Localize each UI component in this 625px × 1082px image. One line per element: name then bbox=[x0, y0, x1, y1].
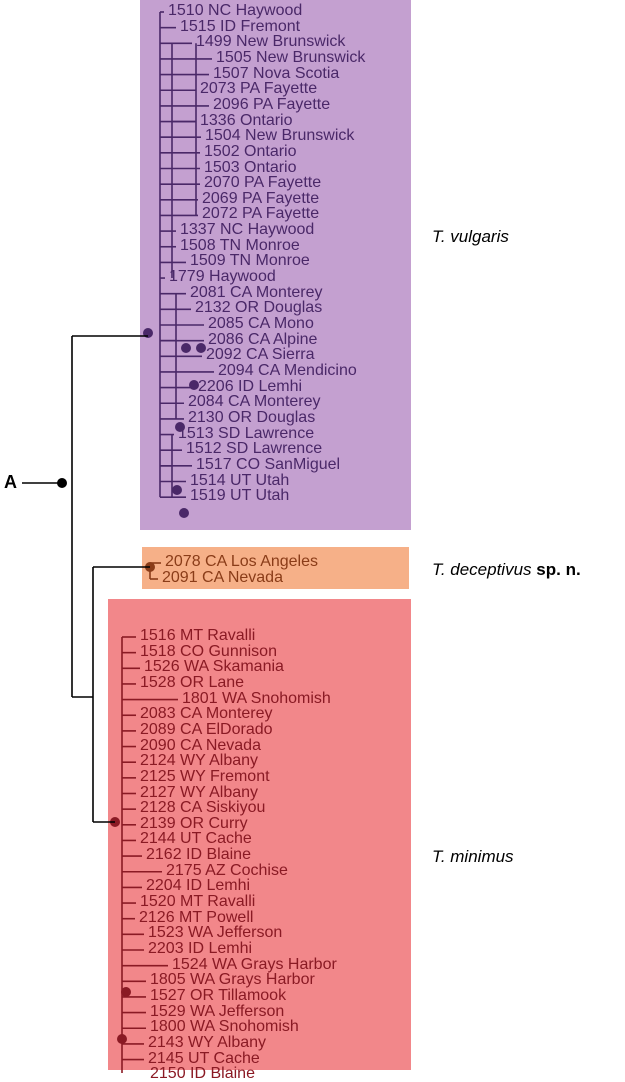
species-name-deceptivus: T. deceptivus bbox=[432, 560, 532, 579]
leaf-label: 2206 ID Lemhi bbox=[198, 377, 303, 395]
leaf-label: 1507 Nova Scotia bbox=[213, 64, 340, 82]
root-node bbox=[57, 478, 67, 488]
leaf-label: 2124 WY Albany bbox=[140, 752, 259, 770]
leaf-label: 1805 WA Grays Harbor bbox=[150, 971, 315, 989]
leaf-label: 2096 PA Fayette bbox=[213, 95, 331, 113]
support-node bbox=[189, 380, 199, 390]
leaf-label: 2073 PA Fayette bbox=[200, 80, 318, 98]
support-node bbox=[175, 422, 185, 432]
leaf-label: 2084 CA Monterey bbox=[188, 393, 321, 411]
leaf-label: 2070 PA Fayette bbox=[204, 174, 322, 192]
node-label-a: A bbox=[4, 472, 17, 492]
species-label-minimus: T. minimus bbox=[432, 847, 514, 867]
leaf-label: 1528 OR Lane bbox=[140, 673, 245, 691]
leaf-label: 2139 OR Curry bbox=[140, 814, 248, 832]
species-name-minimus: T. minimus bbox=[432, 847, 514, 866]
leaf-label: 2081 CA Monterey bbox=[190, 283, 323, 301]
leaf-label: 2162 ID Blaine bbox=[146, 846, 251, 864]
leaf-label: 1801 WA Snohomish bbox=[182, 689, 331, 707]
support-node bbox=[117, 1034, 127, 1044]
leaf-label: 1529 WA Jefferson bbox=[150, 1002, 285, 1020]
leaf-label: 1508 TN Monroe bbox=[180, 236, 300, 254]
leaf-label: 2143 WY Albany bbox=[148, 1033, 267, 1051]
leaf-label: 1510 NC Haywood bbox=[168, 2, 303, 19]
support-node bbox=[179, 508, 189, 518]
leaf-label: 1509 TN Monroe bbox=[190, 252, 310, 270]
leaf-label: 1514 UT Utah bbox=[190, 471, 290, 489]
species-label-vulgaris: T. vulgaris bbox=[432, 227, 509, 247]
clade-box-vulgaris bbox=[140, 0, 411, 530]
leaf-label: 2085 CA Mono bbox=[208, 315, 314, 332]
leaf-label: 1513 SD Lawrence bbox=[178, 424, 315, 442]
support-node bbox=[181, 343, 191, 353]
leaf-label: 1512 SD Lawrence bbox=[186, 440, 323, 458]
leaf-label: 2127 WY Albany bbox=[140, 783, 259, 801]
leaf-label: 1517 CO SanMiguel bbox=[196, 455, 341, 473]
leaf-label: 1779 Haywood bbox=[169, 268, 276, 286]
leaf-label: 2128 CA Siskiyou bbox=[140, 799, 266, 817]
leaf-label: 1502 Ontario bbox=[204, 142, 297, 160]
leaf-label: 1504 New Brunswick bbox=[205, 127, 355, 145]
leaf-label: 2091 CA Nevada bbox=[162, 569, 283, 586]
support-node bbox=[121, 987, 131, 997]
species-suffix-deceptivus: sp. n. bbox=[536, 560, 581, 579]
species-name-vulgaris: T. vulgaris bbox=[432, 227, 509, 246]
leaf-label: 1336 Ontario bbox=[200, 111, 293, 129]
leaf-label: 2089 CA ElDorado bbox=[140, 720, 273, 738]
species-label-deceptivus: T. deceptivus sp. n. bbox=[432, 560, 581, 580]
leaf-label: 2203 ID Lemhi bbox=[148, 940, 253, 957]
leaf-label: 2094 CA Mendicino bbox=[218, 361, 357, 379]
leaf-label: 2069 PA Fayette bbox=[202, 189, 320, 207]
leaf-label: 1505 New Brunswick bbox=[216, 48, 366, 66]
leaf-label: 2132 OR Douglas bbox=[195, 299, 323, 317]
support-node bbox=[172, 485, 182, 495]
leaf-label: 1527 OR Tillamook bbox=[150, 986, 287, 1004]
leaf-label: 1519 UT Utah bbox=[190, 487, 290, 505]
leaf-label: 2144 UT Cache bbox=[140, 830, 252, 848]
clade-box-deceptivus bbox=[142, 547, 409, 589]
leaf-label: 2086 CA Alpine bbox=[208, 330, 318, 348]
leaf-label: 2130 OR Douglas bbox=[188, 408, 316, 426]
support-node bbox=[196, 343, 206, 353]
leaf-label: 2150 ID Blaine bbox=[150, 1065, 255, 1082]
leaf-label: 2072 PA Fayette bbox=[202, 205, 320, 223]
leaf-label: 2083 CA Monterey bbox=[140, 705, 273, 723]
leaf-label: 1523 WA Jefferson bbox=[148, 924, 283, 942]
leaf-label: 1526 WA Skamania bbox=[144, 658, 284, 676]
leaf-label: 2204 ID Lemhi bbox=[146, 877, 251, 895]
leaf-label: 1337 NC Haywood bbox=[180, 221, 315, 239]
leaf-label: 2126 MT Powell bbox=[139, 908, 254, 926]
leaf-label: 1516 MT Ravalli bbox=[140, 627, 256, 644]
leaf-label: 1800 WA Snohomish bbox=[150, 1018, 299, 1036]
leaf-label: 1524 WA Grays Harbor bbox=[172, 955, 337, 973]
leaf-label: 2175 AZ Cochise bbox=[166, 861, 288, 879]
leaf-label: 1503 Ontario bbox=[204, 158, 297, 176]
leaf-label: 2125 WY Fremont bbox=[140, 767, 270, 785]
clade-box-minimus bbox=[108, 599, 411, 1070]
leaf-label: 2090 CA Nevada bbox=[140, 736, 261, 754]
leaf-label: 1518 CO Gunnison bbox=[140, 642, 277, 660]
leaf-label: 1515 ID Fremont bbox=[180, 17, 301, 35]
leaf-label: 2078 CA Los Angeles bbox=[165, 553, 319, 570]
leaf-label: 1499 New Brunswick bbox=[196, 33, 346, 51]
leaf-label: 2145 UT Cache bbox=[148, 1049, 260, 1067]
leaf-label: 1520 MT Ravalli bbox=[140, 893, 256, 911]
leaf-label: 2092 CA Sierra bbox=[206, 346, 315, 364]
